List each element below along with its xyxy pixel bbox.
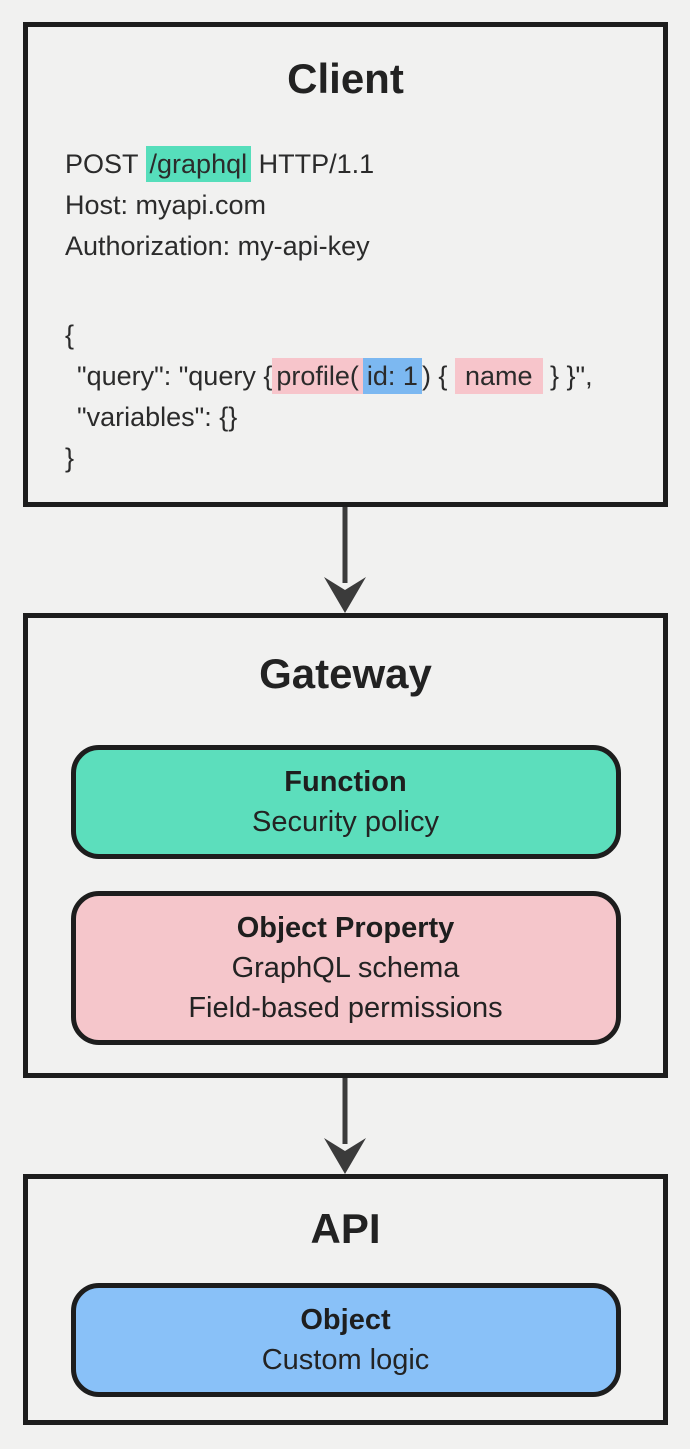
profile-field-highlight: profile( xyxy=(272,358,363,394)
arrow-down-icon xyxy=(324,1078,366,1174)
query-mid: ) { xyxy=(421,361,455,391)
api-title: API xyxy=(310,1205,381,1252)
object-box-title: Object xyxy=(300,1304,391,1336)
client-title: Client xyxy=(287,55,404,102)
function-box-title: Function xyxy=(284,766,407,798)
client-box: Client POST /graphql HTTP/1.1 Host: myap… xyxy=(23,22,668,507)
api-box: API Object Custom logic xyxy=(23,1174,668,1425)
arrow-down-icon xyxy=(324,507,366,613)
query-suffix: } }", xyxy=(542,361,593,391)
host-header: Host: myapi.com xyxy=(65,190,267,220)
json-variables-line: "variables": {} xyxy=(77,402,238,432)
object-property-line-permissions: Field-based permissions xyxy=(188,992,503,1024)
request-body-json: { "query": "query {profile(id: 1) { name… xyxy=(65,315,643,479)
function-security-policy-box: Function Security policy xyxy=(70,745,621,859)
gateway-title: Gateway xyxy=(259,650,432,697)
json-close-brace: } xyxy=(65,443,75,473)
json-query-line: "query": "query {profile(id: 1) { name }… xyxy=(65,356,643,397)
function-box-line: Security policy xyxy=(252,806,439,838)
request-line: POST /graphql HTTP/1.1 xyxy=(65,144,643,185)
object-property-line-schema: GraphQL schema xyxy=(231,952,460,984)
gateway-box: Gateway Function Security policy Object … xyxy=(23,613,668,1078)
graphql-path-highlight: /graphql xyxy=(145,146,252,182)
authorization-header: Authorization: my-api-key xyxy=(65,231,370,261)
query-prefix: "query": "query { xyxy=(77,361,273,391)
object-property-title: Object Property xyxy=(236,912,455,944)
name-field-highlight: name xyxy=(454,358,543,394)
client-to-gateway-arrow xyxy=(0,507,690,613)
object-box-line: Custom logic xyxy=(261,1344,430,1376)
gateway-to-api-arrow xyxy=(0,1078,690,1174)
http-protocol: HTTP/1.1 xyxy=(251,149,375,179)
http-method: POST xyxy=(65,149,146,179)
object-custom-logic-box: Object Custom logic xyxy=(70,1283,621,1397)
id-argument-highlight: id: 1 xyxy=(362,358,422,394)
json-open-brace: { xyxy=(65,320,75,350)
object-property-box: Object Property GraphQL schema Field-bas… xyxy=(70,891,621,1045)
http-request-headers: POST /graphql HTTP/1.1 Host: myapi.com A… xyxy=(65,144,643,267)
